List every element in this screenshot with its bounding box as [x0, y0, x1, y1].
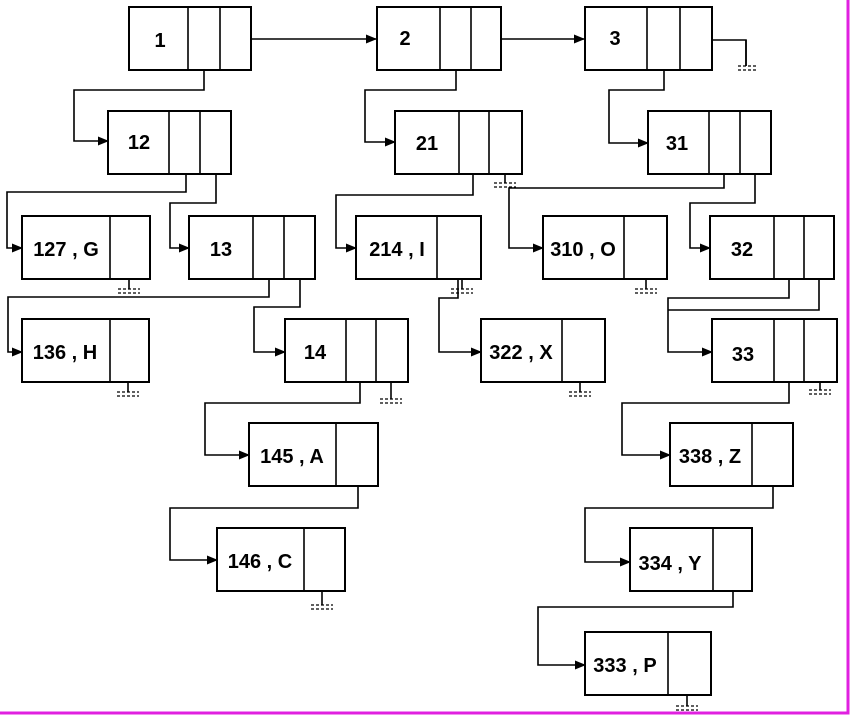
node-label: 1	[154, 30, 165, 52]
edge-145-to-146	[169, 463, 359, 565]
edge-214-to-322	[438, 253, 483, 357]
edge-21-to-214	[335, 157, 474, 253]
node-label: 32	[731, 239, 753, 261]
node-333: 333 , P	[584, 631, 712, 696]
node-146: 146 , C	[216, 527, 346, 592]
node-label: 145 , A	[260, 446, 324, 468]
node-145: 145 , A	[248, 422, 379, 487]
node-310: 310 , O	[542, 215, 668, 280]
node-2: 2	[376, 6, 502, 71]
node-label: 2	[399, 28, 410, 50]
node-label: 334 , Y	[638, 553, 702, 575]
node-label: 310 , O	[550, 239, 616, 261]
node-label: 333 , P	[593, 655, 656, 677]
edge-1-to-12	[73, 55, 205, 146]
connectors	[6, 32, 820, 670]
node-1: 1	[128, 6, 252, 71]
edge-13-to-14	[253, 247, 301, 357]
edge-31-to-32	[689, 137, 756, 253]
node-label: 136 , H	[33, 342, 97, 364]
node-label: 127 , G	[33, 239, 99, 261]
node-322: 322 , X	[480, 318, 606, 383]
node-21: 21	[394, 110, 523, 175]
node-136: 136 , H	[21, 318, 150, 383]
node-338: 338 , Z	[669, 422, 794, 487]
edge-3-nil	[712, 39, 747, 66]
node-12: 12	[107, 110, 232, 175]
node-33: 33	[711, 318, 838, 383]
node-32: 32	[709, 215, 835, 280]
node-127: 127 , G	[21, 215, 151, 280]
node-label: 14	[304, 342, 327, 364]
node-label: 214 , I	[369, 239, 425, 261]
node-label: 33	[732, 344, 754, 366]
node-label: 338 , Z	[679, 446, 741, 468]
node-label: 146 , C	[228, 551, 292, 573]
edge-338-to-334	[584, 463, 774, 567]
edge-12-to-13	[169, 147, 217, 253]
node-label: 12	[128, 132, 150, 154]
nil-marker	[738, 40, 756, 71]
node-3: 3	[584, 6, 713, 71]
edge-13-to-136	[7, 247, 270, 357]
node-label: 3	[609, 28, 620, 50]
edge-334-to-333	[537, 566, 734, 670]
edge-3-to-31	[608, 57, 665, 148]
node-label: 322 , X	[489, 342, 553, 364]
node-14: 14	[284, 318, 409, 383]
node-334: 334 , Y	[629, 527, 753, 592]
node-label: 31	[666, 133, 688, 155]
node-label: 21	[416, 133, 438, 155]
edge-31-to-310	[508, 163, 725, 253]
node-label: 13	[210, 239, 232, 261]
node-13: 13	[188, 215, 316, 280]
node-214: 214 , I	[355, 215, 482, 280]
edge-32-to-33	[667, 250, 790, 357]
edge-14-to-145	[204, 353, 361, 460]
edge-33-to-338	[621, 353, 790, 460]
node-31: 31	[647, 110, 772, 175]
